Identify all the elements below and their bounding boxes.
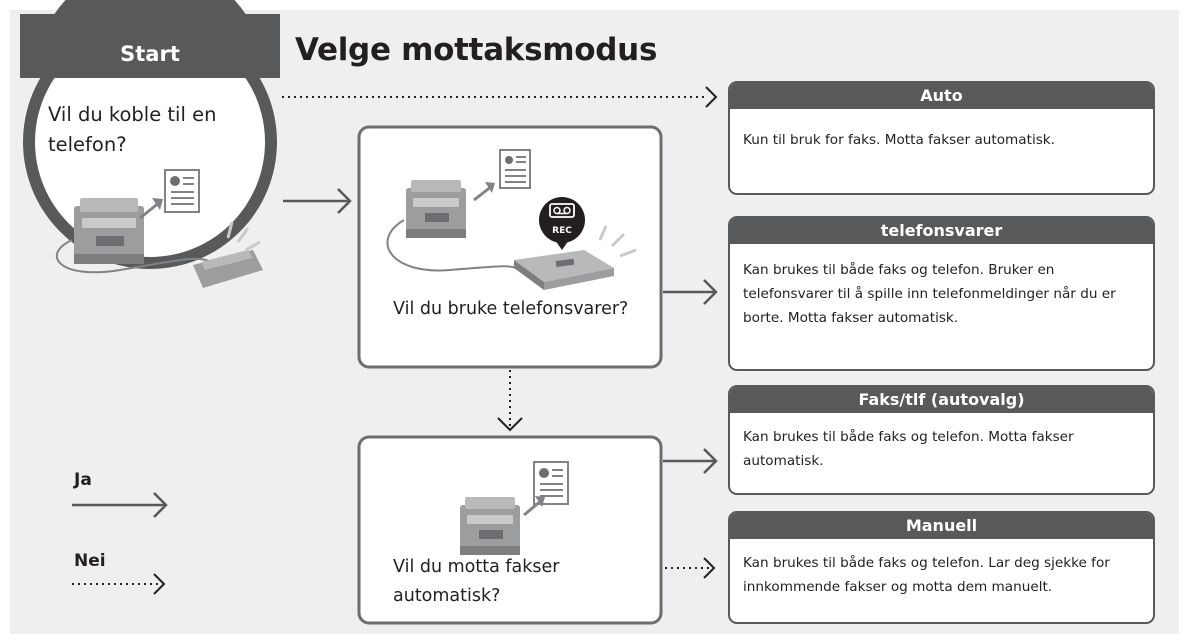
connector-q2-to-answering [663,279,718,305]
connector-q2-to-q3 [497,370,523,432]
printer-icon [74,198,144,264]
ring-lines [226,221,261,252]
phone-cable-2 [386,219,521,272]
mode-card-auto: Auto Kun til bruk for faks. Motta fakser… [728,81,1155,195]
printer-icon-2 [406,180,466,238]
mode-description: Kan brukes til både faks og telefon. Bru… [743,262,1116,326]
connector-start-to-q2 [283,188,352,214]
legend-yes-arrow [72,492,168,518]
question-auto-receive: Vil du motta fakser automatisk? [393,557,560,606]
mode-description: Kan brukes til både faks og telefon. Mot… [743,429,1074,469]
page-title: Velge mottaksmodus [295,32,658,68]
connector-start-to-auto [282,86,718,108]
rec-badge: REC [539,197,585,250]
ring-lines-2 [598,225,637,258]
mode-name: telefonsvarer [730,218,1153,244]
mode-description: Kun til bruk for faks. Motta fakser auto… [743,132,1055,148]
connector-q3-to-manual [665,557,716,579]
mode-description: Kan brukes til både faks og telefon. Lar… [743,555,1110,595]
mode-card-fax-tel: Faks/tlf (autovalg) Kan brukes til både … [728,385,1155,495]
start-question: Vil du koble til en telefon? [48,103,217,156]
question-answering-machine: Vil du bruke telefonsvarer? [393,299,629,319]
legend-yes-label: Ja [74,470,92,490]
connector-q3-to-faxtel [663,448,718,474]
answering-machine-icon [514,250,614,290]
legend-no-label: Nei [74,551,106,571]
mode-card-manual: Manuell Kan brukes til både faks og tele… [728,511,1155,624]
phone-cable [55,239,211,274]
rec-label: REC [552,226,572,236]
legend-no-arrow [72,573,166,595]
start-label: Start [120,42,180,66]
mode-name: Auto [730,83,1153,109]
document-icon-3 [533,461,569,505]
printer-icon-3 [460,497,520,555]
telephone-icon [193,250,263,288]
document-icon [164,169,200,213]
mode-name: Manuell [730,513,1153,539]
document-icon-2 [499,149,531,189]
mode-name: Faks/tlf (autovalg) [730,387,1153,413]
mode-card-answering-machine: telefonsvarer Kan brukes til både faks o… [728,216,1155,371]
